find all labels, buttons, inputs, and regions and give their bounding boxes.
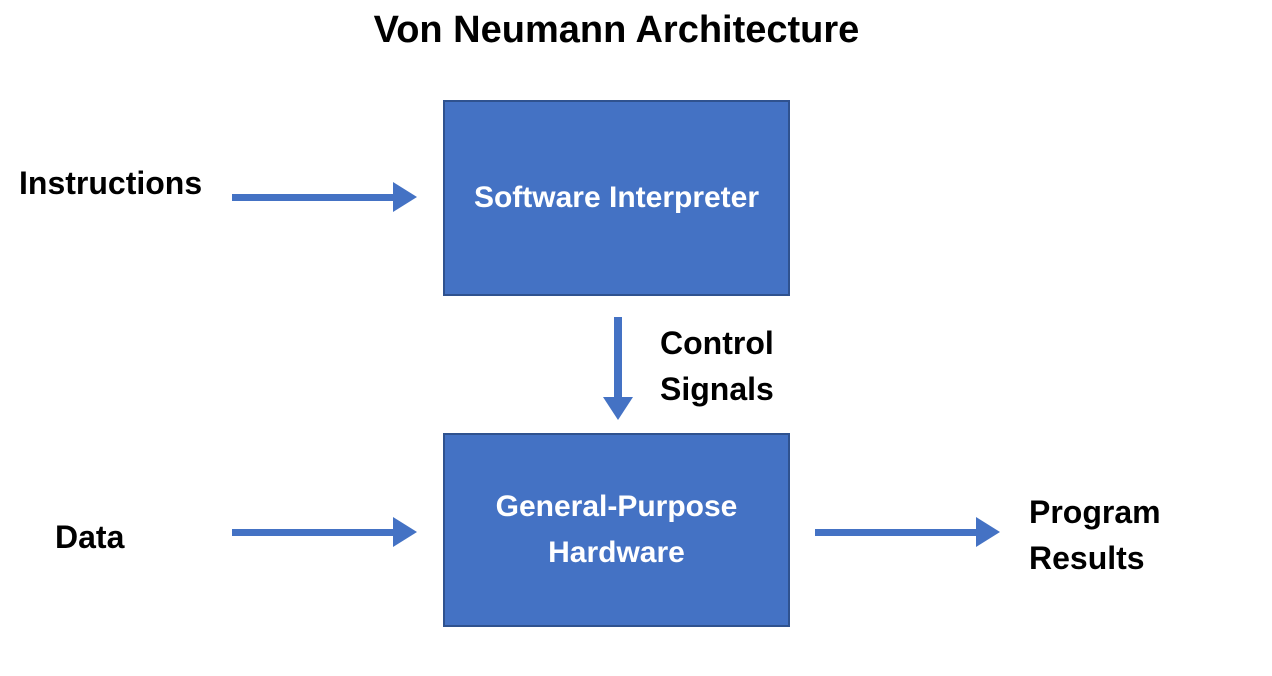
arrow-shaft [815,528,978,536]
arrow-shaft [614,317,622,399]
arrow-head-right-icon [393,182,417,212]
arrow-head-down-icon [603,397,633,420]
data-label: Data [55,519,125,555]
program-results-arrow-icon [815,517,1000,547]
data-arrow-icon [232,517,417,547]
diagram-title: Von Neumann Architecture [373,9,860,51]
software-interpreter-label: Software Interpreter [473,181,760,214]
general-purpose-hardware-box: General-Purpose Hardware [443,433,790,627]
control-signals-label: Control Signals [660,325,774,407]
arrow-head-right-icon [393,517,417,547]
control-signals-arrow-icon [603,317,633,420]
software-interpreter-box: Software Interpreter [443,100,790,296]
arrow-shaft [232,528,395,536]
arrow-head-right-icon [976,517,1000,547]
general-purpose-hardware-label: General-Purpose Hardware [495,490,738,569]
instructions-label: Instructions [19,165,203,201]
arrow-shaft [232,193,395,201]
instructions-arrow-icon [232,182,417,212]
program-results-label: Program Results [1029,494,1161,576]
